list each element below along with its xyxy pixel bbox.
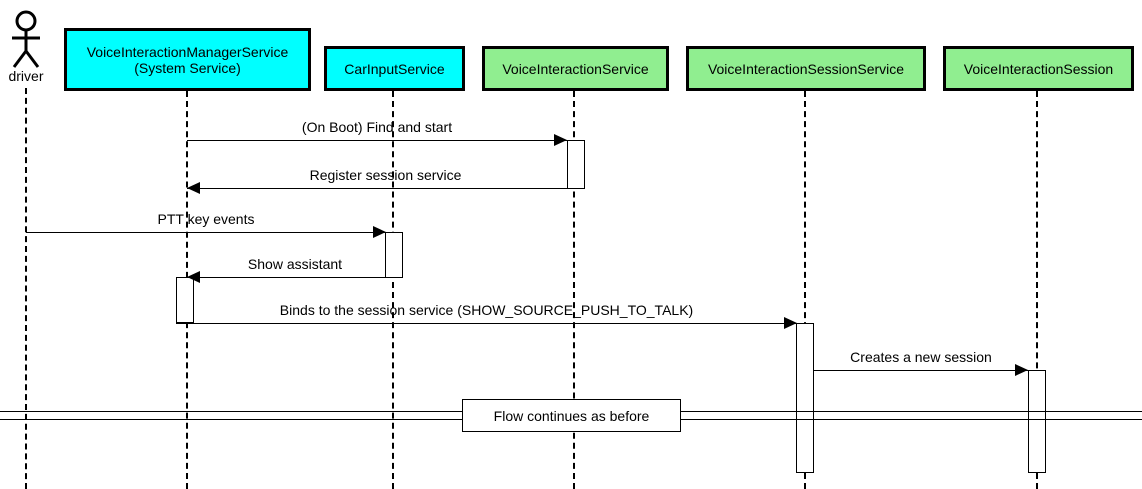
participant-box-viss: VoiceInteractionSessionService <box>686 46 926 91</box>
participant-box-cis: CarInputService <box>324 46 465 91</box>
arrowhead-right-icon <box>554 134 567 146</box>
divider-label: Flow continues as before <box>493 407 650 424</box>
lifeline-visn <box>1036 91 1038 489</box>
message-label-m5: Binds to the session service (SHOW_SOURC… <box>279 302 694 318</box>
arrowhead-right-icon <box>373 226 386 238</box>
message-label-m3: PTT key events <box>157 211 255 227</box>
participant-label-vims: VoiceInteractionManagerService(System Se… <box>86 43 289 76</box>
message-label-m2: Register session service <box>309 167 462 183</box>
message-line-m4 <box>187 277 403 278</box>
lifeline-vis <box>573 91 575 489</box>
actor-label: driver <box>8 68 44 84</box>
message-line-m1 <box>187 140 567 141</box>
arrowhead-right-icon <box>784 317 797 329</box>
arrowhead-right-icon <box>1015 364 1028 376</box>
participant-box-vis: VoiceInteractionService <box>482 46 669 91</box>
message-label-m1: (On Boot) Find and start <box>301 119 453 135</box>
activation-bar-vims <box>176 277 194 323</box>
message-label-m6: Creates a new session <box>850 349 992 365</box>
lifeline-viss <box>804 91 806 489</box>
participant-label-vis: VoiceInteractionService <box>502 60 649 77</box>
participant-label-cis: CarInputService <box>344 60 445 77</box>
message-line-m2 <box>187 188 584 189</box>
divider-box: Flow continues as before <box>462 399 681 432</box>
participant-box-visn: VoiceInteractionSession <box>943 46 1134 91</box>
participant-box-vims: VoiceInteractionManagerService(System Se… <box>64 28 311 91</box>
arrowhead-left-icon <box>187 182 200 194</box>
lifeline-cis <box>392 91 394 489</box>
arrowhead-left-icon <box>187 271 200 283</box>
participant-label-visn: VoiceInteractionSession <box>963 60 1114 77</box>
message-line-m3 <box>26 232 386 233</box>
stick-figure-actor-icon <box>12 10 40 68</box>
activation-bar-viss <box>796 323 814 473</box>
actor-driver <box>8 10 44 70</box>
message-line-m6 <box>814 370 1028 371</box>
message-label-m4: Show assistant <box>247 256 343 272</box>
activation-bar-visn <box>1028 370 1046 473</box>
lifeline-driver <box>25 88 27 489</box>
message-line-m5 <box>176 323 797 324</box>
participant-label-viss: VoiceInteractionSessionService <box>707 60 905 77</box>
